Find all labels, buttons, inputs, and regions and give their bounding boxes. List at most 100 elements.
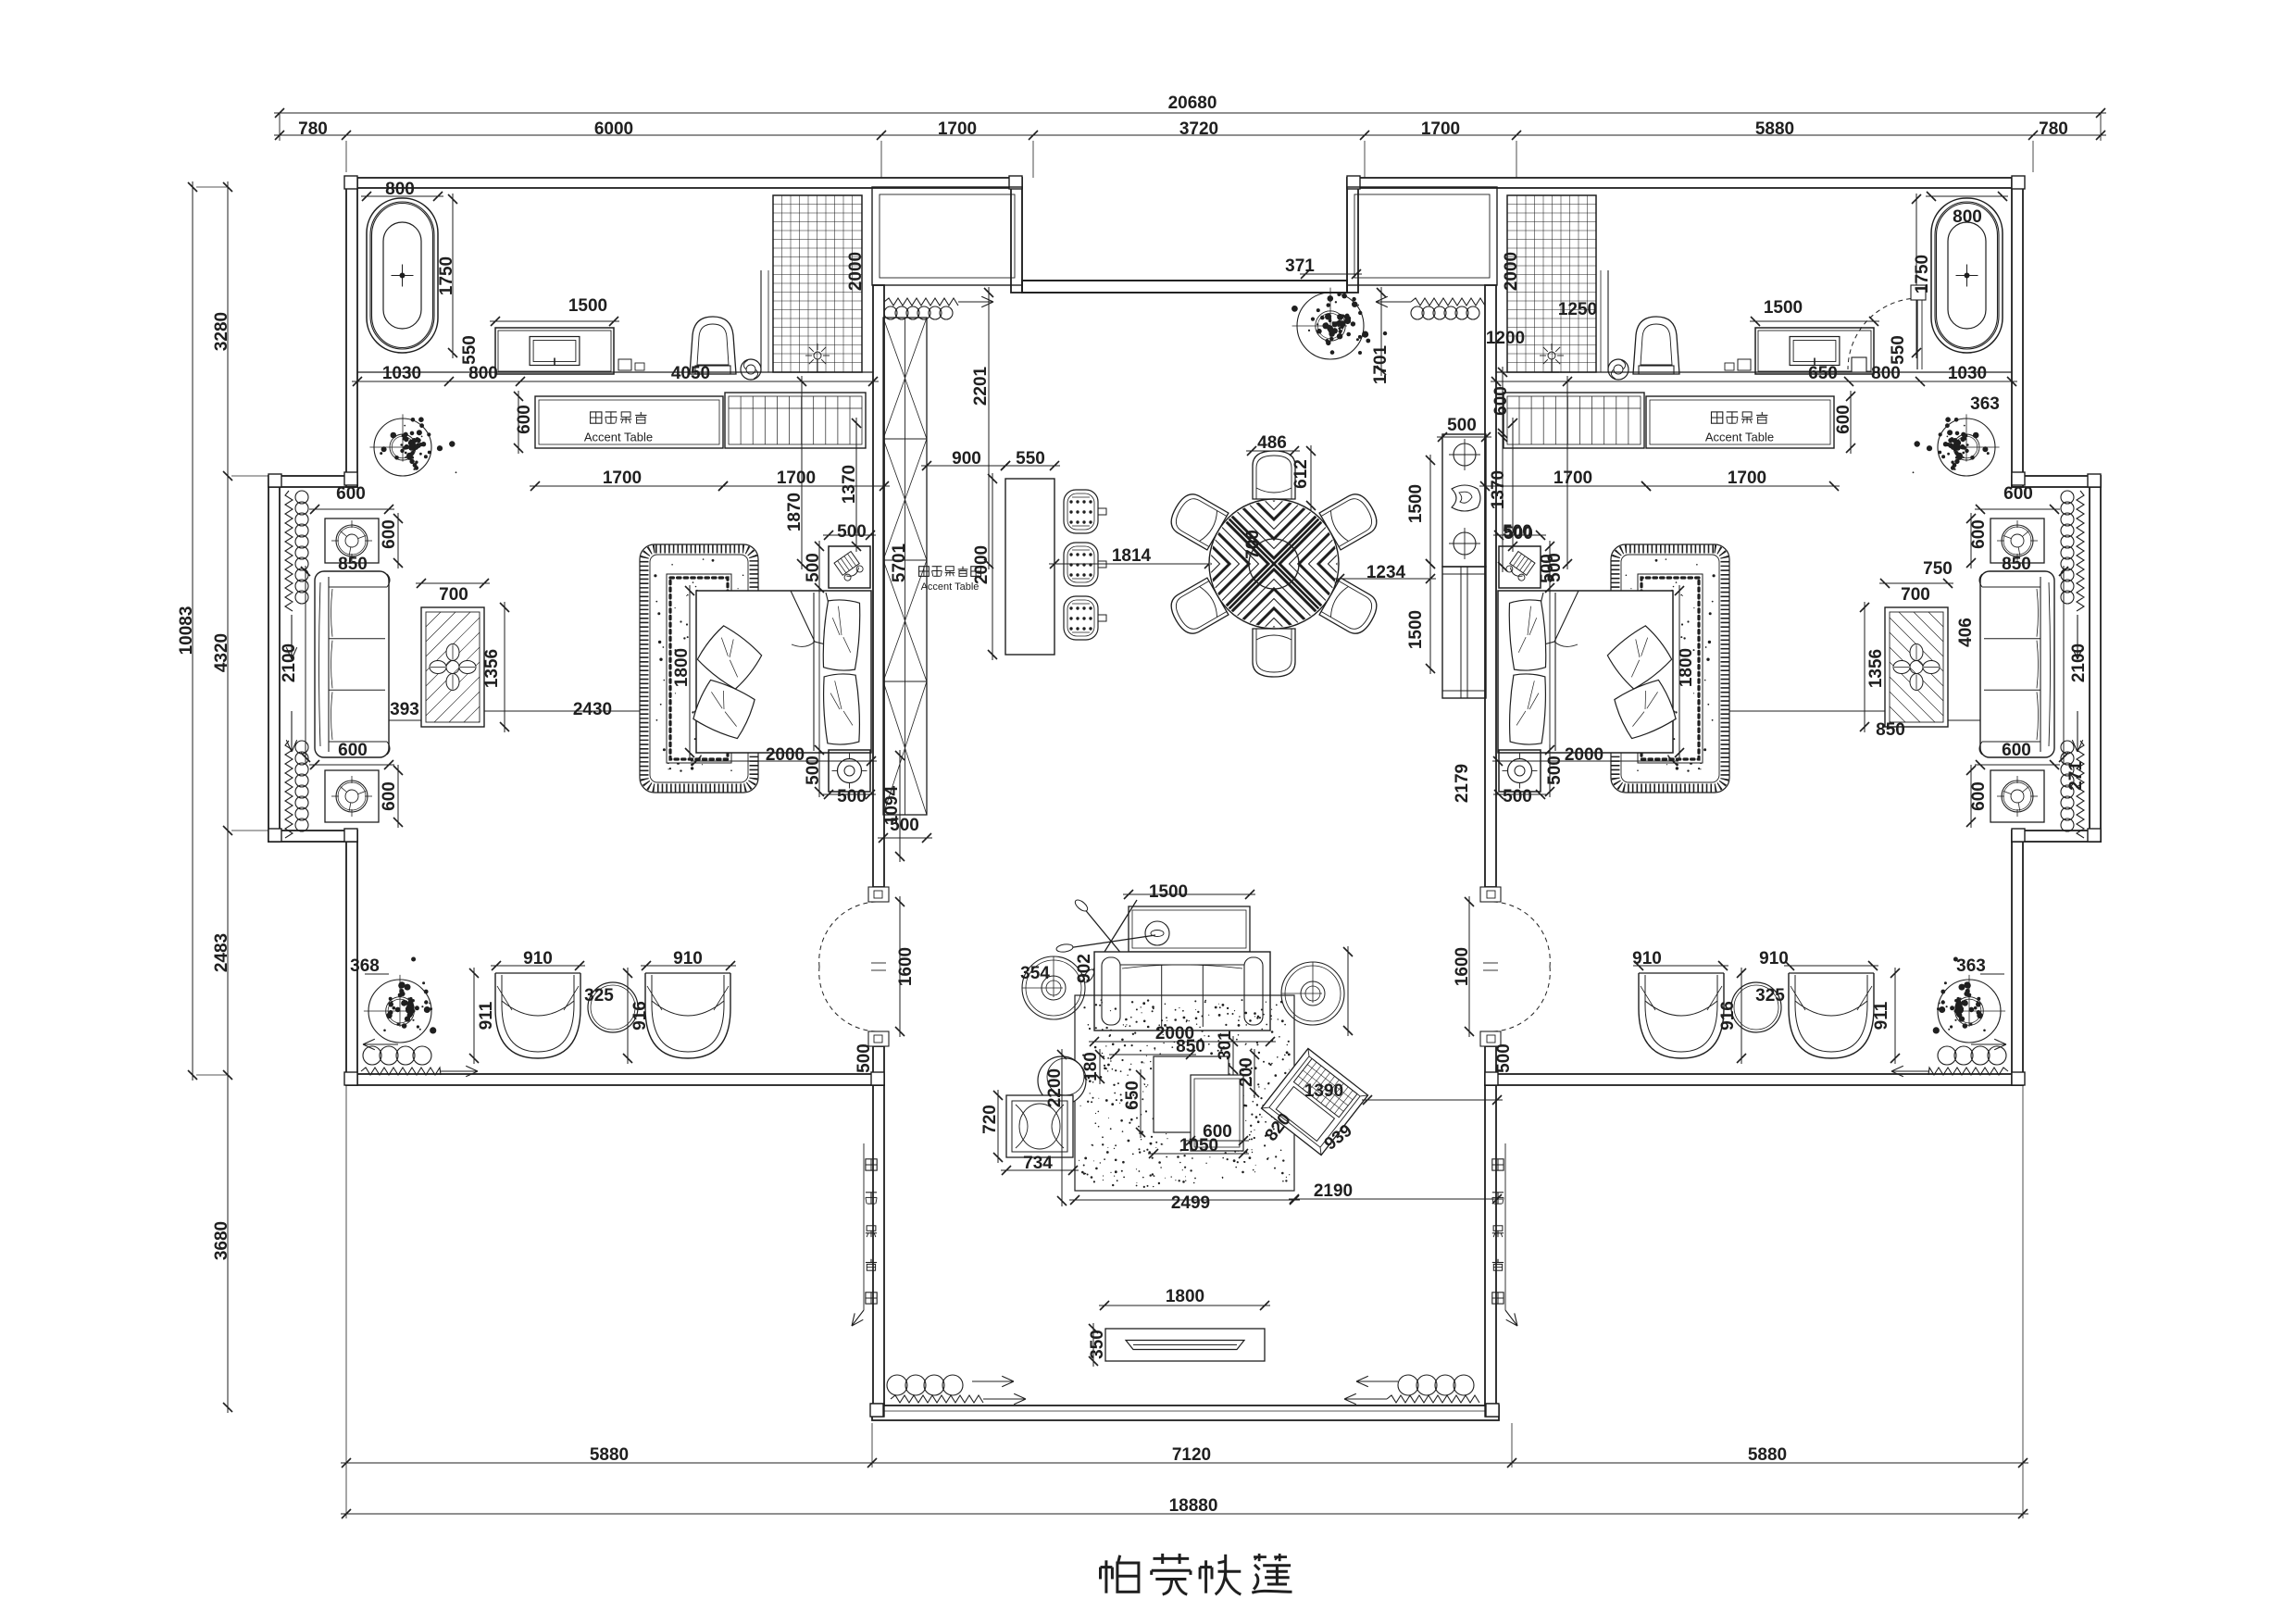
svg-text:1700: 1700 [1421,119,1460,139]
svg-text:911: 911 [1872,1001,1891,1030]
svg-text:850: 850 [2002,555,2031,574]
svg-text:600: 600 [380,781,399,811]
svg-text:2483: 2483 [212,933,231,972]
svg-text:600: 600 [515,405,534,434]
svg-text:363: 363 [1956,956,1986,976]
svg-text:780: 780 [2039,119,2068,139]
svg-text:1600: 1600 [896,947,916,986]
svg-text:500: 500 [837,522,867,542]
svg-text:350: 350 [1088,1330,1107,1359]
svg-text:1800: 1800 [1677,648,1696,687]
svg-text:1700: 1700 [938,119,977,139]
svg-text:Accent Table: Accent Table [584,430,653,443]
svg-text:Accent Table: Accent Table [921,581,980,593]
svg-text:354: 354 [1020,964,1050,983]
svg-text:500: 500 [1494,1043,1514,1073]
svg-text:800: 800 [1953,207,1982,227]
svg-text:368: 368 [350,956,380,976]
svg-text:550: 550 [460,335,480,365]
svg-text:1700: 1700 [1728,468,1766,488]
svg-text:1700: 1700 [1554,468,1592,488]
svg-text:1701: 1701 [1371,344,1391,384]
svg-text:1030: 1030 [1948,364,1987,383]
svg-text:2430: 2430 [573,700,612,719]
svg-text:180: 180 [1081,1052,1101,1081]
svg-text:1370: 1370 [1489,470,1508,509]
svg-text:500: 500 [804,756,823,785]
svg-text:500: 500 [1504,524,1533,543]
svg-text:1700: 1700 [777,468,816,488]
svg-text:1234: 1234 [1366,563,1406,582]
svg-text:4320: 4320 [212,633,231,672]
svg-text:271: 271 [2066,761,2086,791]
svg-text:1050: 1050 [1179,1136,1218,1156]
svg-text:3280: 3280 [212,312,231,351]
svg-text:500: 500 [1545,553,1565,582]
svg-text:600: 600 [1969,781,1989,811]
svg-text:910: 910 [1632,949,1662,968]
svg-text:910: 910 [523,949,553,968]
svg-text:1030: 1030 [382,364,421,383]
svg-text:910: 910 [673,949,703,968]
svg-text:500: 500 [1545,756,1565,785]
svg-text:500: 500 [804,553,823,582]
svg-text:2000: 2000 [1502,252,1521,291]
svg-text:600: 600 [2002,741,2031,760]
svg-text:1356: 1356 [482,649,502,688]
svg-text:393: 393 [390,700,419,719]
svg-text:850: 850 [1876,720,1905,740]
svg-text:1200: 1200 [1486,329,1525,348]
svg-text:780: 780 [298,119,328,139]
svg-text:5880: 5880 [1755,119,1794,139]
svg-text:486: 486 [1257,433,1287,453]
svg-text:750: 750 [1923,559,1953,579]
svg-text:1600: 1600 [1453,947,1472,986]
svg-text:902: 902 [1075,954,1094,983]
svg-text:7120: 7120 [1172,1445,1211,1465]
svg-text:5880: 5880 [1748,1445,1787,1465]
svg-text:301: 301 [1216,1031,1235,1060]
svg-text:1500: 1500 [1149,882,1188,902]
svg-text:1800: 1800 [672,648,692,687]
svg-text:1814: 1814 [1112,546,1152,566]
svg-text:500: 500 [855,1043,874,1073]
svg-text:10083: 10083 [177,606,196,656]
svg-text:2000: 2000 [766,745,805,765]
svg-text:20680: 20680 [1168,94,1217,113]
svg-text:18880: 18880 [1169,1496,1218,1516]
svg-text:1500: 1500 [1406,610,1426,649]
svg-text:1500: 1500 [1406,484,1426,523]
svg-text:1250: 1250 [1558,300,1597,319]
svg-text:200: 200 [1237,1057,1256,1087]
svg-text:916: 916 [1718,1001,1738,1031]
svg-text:900: 900 [952,449,981,468]
svg-text:550: 550 [1889,335,1908,365]
svg-text:1700: 1700 [603,468,642,488]
svg-text:363: 363 [1970,394,2000,414]
svg-text:325: 325 [1755,986,1785,1006]
svg-text:700: 700 [1901,585,1930,605]
svg-text:600: 600 [1203,1122,1232,1142]
svg-text:1390: 1390 [1304,1081,1343,1101]
svg-text:800: 800 [1871,364,1901,383]
svg-text:612: 612 [1292,459,1311,489]
svg-text:2200: 2200 [1045,1068,1065,1107]
svg-text:2201: 2201 [971,366,991,406]
svg-text:4050: 4050 [671,364,710,383]
svg-text:910: 910 [1759,949,1789,968]
svg-text:550: 550 [1016,449,1045,468]
svg-text:500: 500 [1503,787,1532,806]
svg-text:406: 406 [1956,618,1976,647]
svg-text:600: 600 [338,741,368,760]
svg-text:325: 325 [584,986,614,1006]
svg-text:3680: 3680 [212,1221,231,1260]
svg-text:2190: 2190 [1314,1181,1353,1201]
svg-text:500: 500 [1447,416,1477,435]
svg-text:600: 600 [2003,484,2033,504]
svg-text:1870: 1870 [785,493,805,531]
svg-text:500: 500 [1503,522,1532,542]
svg-text:2179: 2179 [1453,764,1472,803]
svg-text:1370: 1370 [840,465,859,504]
svg-text:2499: 2499 [1171,1193,1210,1213]
svg-text:911: 911 [477,1001,496,1030]
